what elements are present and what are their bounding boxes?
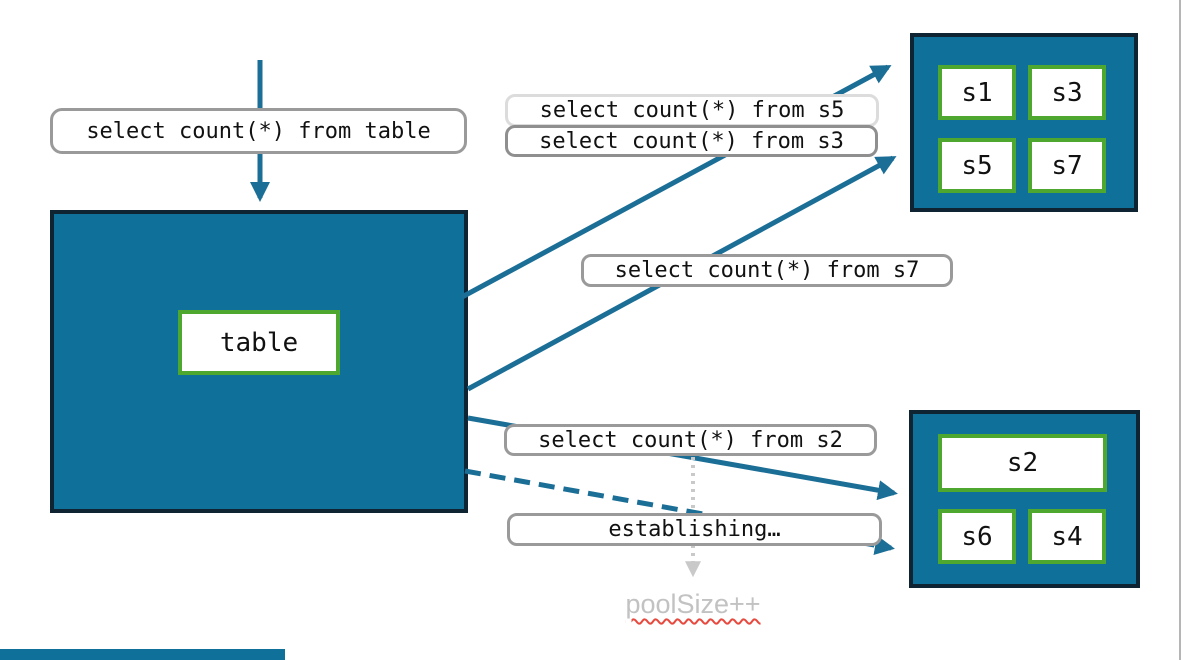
shard-node-s3: s3 xyxy=(1028,65,1106,120)
table-node: table xyxy=(178,310,340,375)
shard-node-s5: s5 xyxy=(938,138,1016,193)
shard-label: s4 xyxy=(1051,521,1083,552)
pool-size-note: poolSize++ xyxy=(625,589,761,619)
shard-label: s5 xyxy=(961,150,993,181)
right-frame-line xyxy=(1179,0,1181,660)
shard-label: s3 xyxy=(1051,77,1083,108)
shard-node-s7: s7 xyxy=(1028,138,1106,193)
bottom-teal-bar xyxy=(0,649,285,660)
shard-node-s6: s6 xyxy=(938,509,1016,564)
shard-node-s4: s4 xyxy=(1028,509,1106,564)
shard-label: s6 xyxy=(961,521,993,552)
query-text: select count(*) from s7 xyxy=(614,258,920,283)
query-text: select count(*) from s5 xyxy=(539,98,845,123)
shard-label: s7 xyxy=(1051,150,1083,181)
query-label-establishing: establishing… xyxy=(507,513,882,546)
query-text: select count(*) from table xyxy=(86,118,431,144)
query-text: select count(*) from s2 xyxy=(538,427,843,453)
query-label-table: select count(*) from table xyxy=(50,108,467,154)
query-label-s5: select count(*) from s5 xyxy=(505,94,879,127)
query-label-s3: select count(*) from s3 xyxy=(505,125,878,157)
shard-node-s1: s1 xyxy=(938,65,1016,120)
query-text: establishing… xyxy=(608,517,781,542)
query-label-s2: select count(*) from s2 xyxy=(504,424,877,456)
shard-node-s2: s2 xyxy=(938,434,1107,492)
table-node-label: table xyxy=(219,327,299,358)
shard-label: s2 xyxy=(1006,448,1039,478)
query-label-s7: select count(*) from s7 xyxy=(581,254,953,287)
query-text: select count(*) from s3 xyxy=(539,128,844,154)
shard-label: s1 xyxy=(961,77,993,108)
